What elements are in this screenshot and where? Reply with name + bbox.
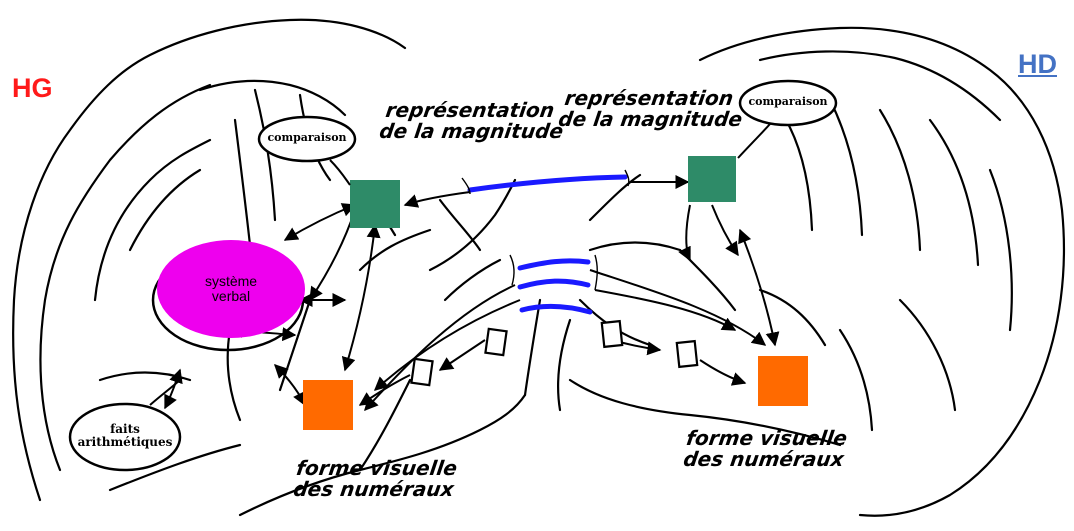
arithmetic-facts-label-line1: faits bbox=[76, 423, 174, 436]
visual-number-node-left bbox=[303, 380, 353, 430]
magnitude-node-left bbox=[350, 180, 400, 228]
verbal-system-label: système verbal bbox=[181, 274, 281, 303]
verbal-system-label-line1: système bbox=[181, 274, 281, 289]
right-hemisphere-label: HD bbox=[1018, 50, 1057, 78]
magnitude-label-left: représentation de la magnitude bbox=[378, 100, 559, 142]
arithmetic-facts-label: faits arithmétiques bbox=[76, 423, 174, 448]
comparison-label-right: comparaison bbox=[743, 96, 833, 108]
relay-node-right-2 bbox=[677, 341, 697, 367]
comparison-label-left: comparaison bbox=[262, 132, 352, 144]
arithmetic-facts-label-line2: arithmétiques bbox=[76, 436, 174, 449]
relay-node-right-1 bbox=[602, 321, 622, 347]
visual-form-label-left-line2: des numéraux bbox=[292, 479, 445, 500]
left-hemisphere-label: HG bbox=[12, 74, 53, 102]
visual-form-label-right: forme visuelle des numéraux bbox=[682, 428, 838, 470]
visual-form-label-right-line2: des numéraux bbox=[682, 449, 835, 470]
visual-form-label-left-line1: forme visuelle bbox=[295, 458, 448, 479]
visual-number-node-right bbox=[758, 356, 808, 406]
magnitude-label-right: représentation de la magnitude bbox=[557, 88, 738, 130]
visual-form-label-left: forme visuelle des numéraux bbox=[292, 458, 448, 500]
relay-node-left-1 bbox=[485, 329, 506, 355]
relay-nodes bbox=[411, 321, 697, 385]
magnitude-label-left-line1: représentation bbox=[381, 100, 559, 121]
callosal-link-lower bbox=[522, 306, 590, 312]
relay-node-left-2 bbox=[411, 359, 432, 385]
verbal-system-label-line2: verbal bbox=[181, 289, 281, 304]
callosal-link-magnitude bbox=[470, 177, 625, 190]
callosal-link-upper bbox=[520, 261, 588, 268]
magnitude-label-left-line2: de la magnitude bbox=[378, 121, 556, 142]
visual-form-label-right-line1: forme visuelle bbox=[685, 428, 838, 449]
magnitude-node-right bbox=[688, 156, 736, 202]
callosal-link-middle bbox=[520, 281, 588, 287]
magnitude-label-right-line2: de la magnitude bbox=[557, 109, 735, 130]
magnitude-label-right-line1: représentation bbox=[560, 88, 738, 109]
